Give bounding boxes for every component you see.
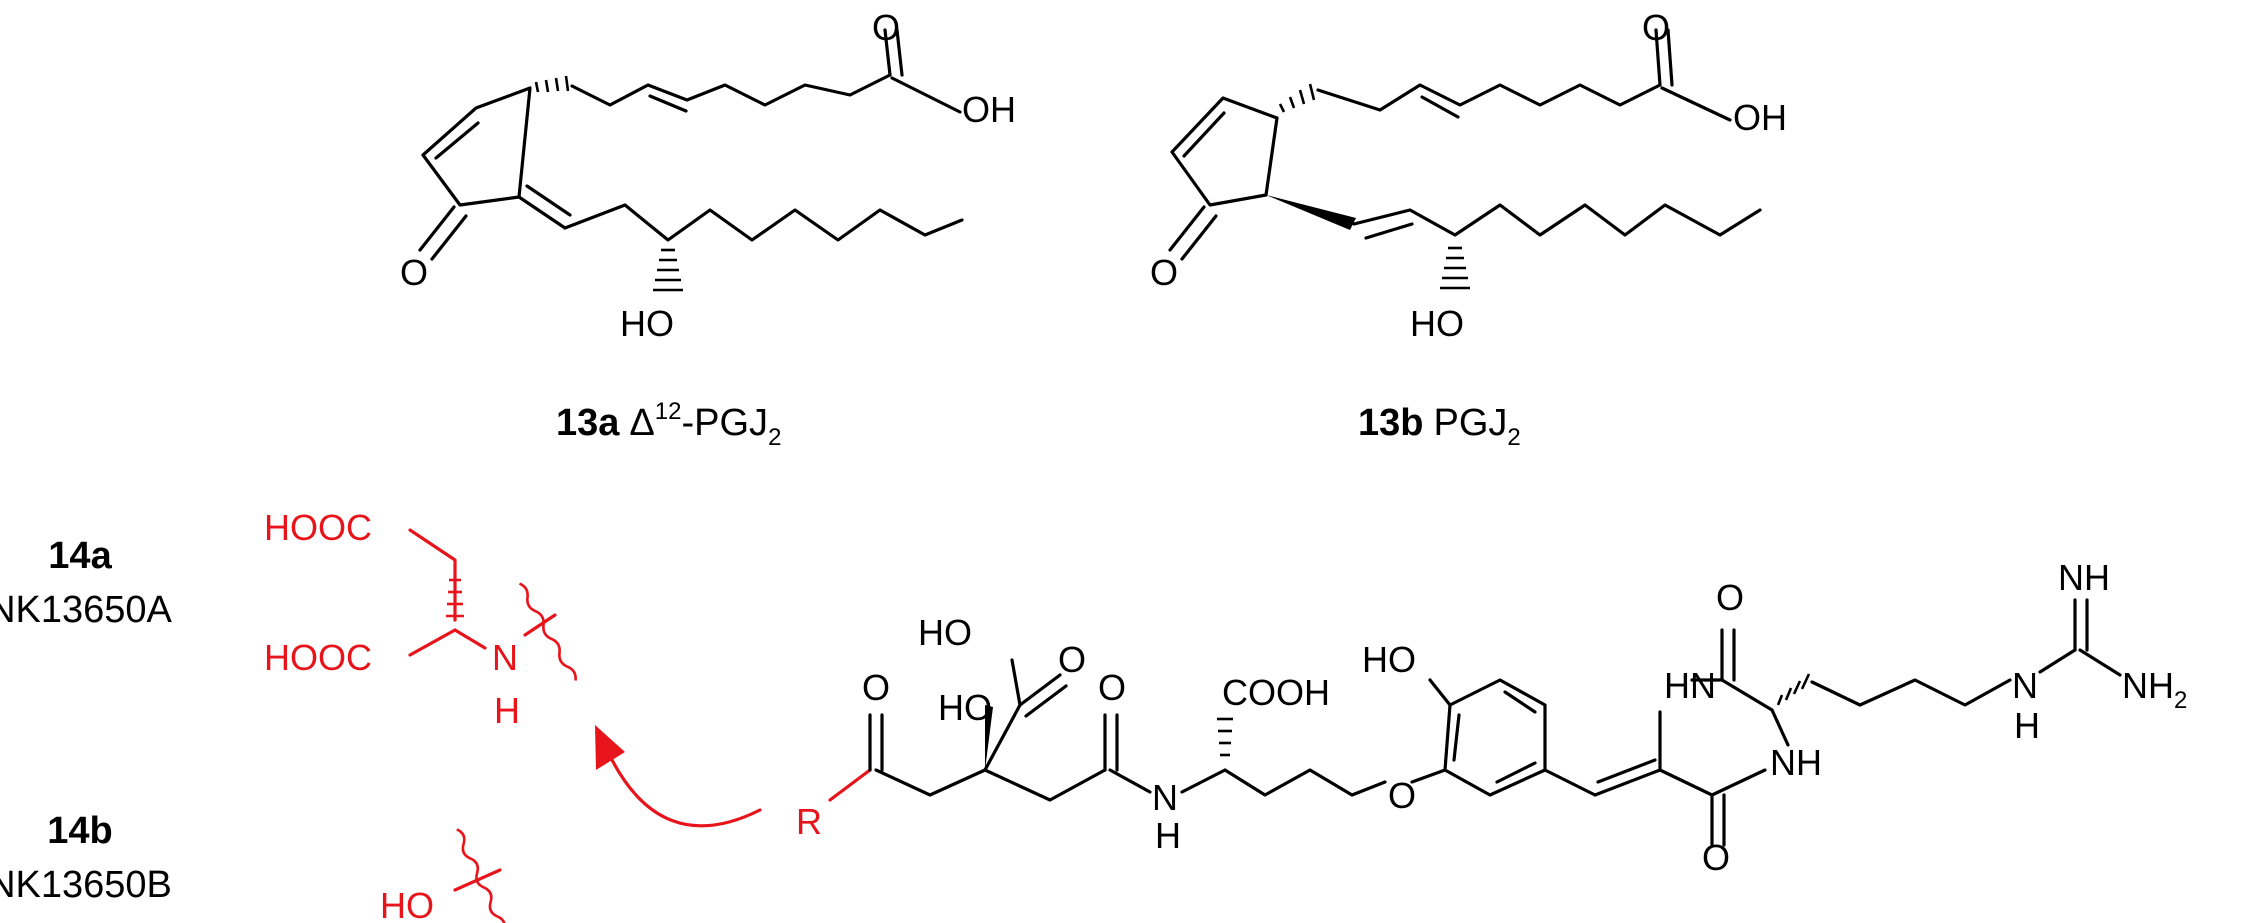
atom-label: O — [400, 252, 428, 293]
atom-label: O — [1058, 639, 1086, 680]
atom-label: HO — [1410, 303, 1464, 344]
atom-label: NH — [1770, 742, 1822, 783]
atom-label: H — [494, 690, 520, 731]
atom-label: O — [872, 7, 900, 48]
atom-label: OH — [1733, 97, 1787, 138]
substituent-14b: HO — [380, 828, 507, 923]
atom-label: HO — [620, 303, 674, 344]
atom-label: N — [1152, 777, 1178, 818]
atom-label: O — [1702, 837, 1730, 878]
atom-label: HOOC — [264, 507, 372, 548]
arrow — [595, 725, 762, 828]
atom-label: HO — [380, 885, 434, 923]
compound-id-13a: 13a — [556, 402, 620, 444]
structure-13b: O OH O HO — [1150, 7, 1787, 344]
compound-name-14b: NK13650B — [0, 864, 172, 906]
atom-label: NH — [2058, 557, 2110, 598]
atom-label: OH — [962, 89, 1016, 130]
atom-label: NH2 — [2122, 665, 2187, 714]
atom-label: HOOC — [264, 637, 372, 678]
atom-label: H — [1155, 815, 1181, 856]
atom-label: O — [1716, 577, 1744, 618]
atom-label: HO — [1362, 639, 1416, 680]
atom-label: O — [862, 667, 890, 708]
atom-label: COOH — [1222, 672, 1330, 713]
atom-label: O — [1150, 252, 1178, 293]
main-scaffold: R O HO O HO O N H COOH O — [796, 557, 2187, 878]
atom-label: O — [1642, 7, 1670, 48]
atom-label: HO — [938, 687, 992, 728]
compound-id-14b: 14b — [47, 810, 112, 852]
atom-label: N — [492, 637, 518, 678]
compound-id-14a: 14a — [48, 535, 112, 577]
substituent-14a: HOOC HOOC N H — [264, 507, 577, 731]
atom-label: N — [2012, 665, 2038, 706]
atom-label: O — [1098, 667, 1126, 708]
atom-label: R — [796, 801, 822, 842]
compound-id-13b: 13b — [1358, 402, 1423, 444]
atom-label: HN — [1664, 665, 1716, 706]
compound-name-14a: NK13650A — [0, 589, 173, 631]
atom-label: HO — [918, 612, 972, 653]
atom-label: H — [2014, 705, 2040, 746]
structure-13a: O OH O HO — [400, 7, 1016, 344]
